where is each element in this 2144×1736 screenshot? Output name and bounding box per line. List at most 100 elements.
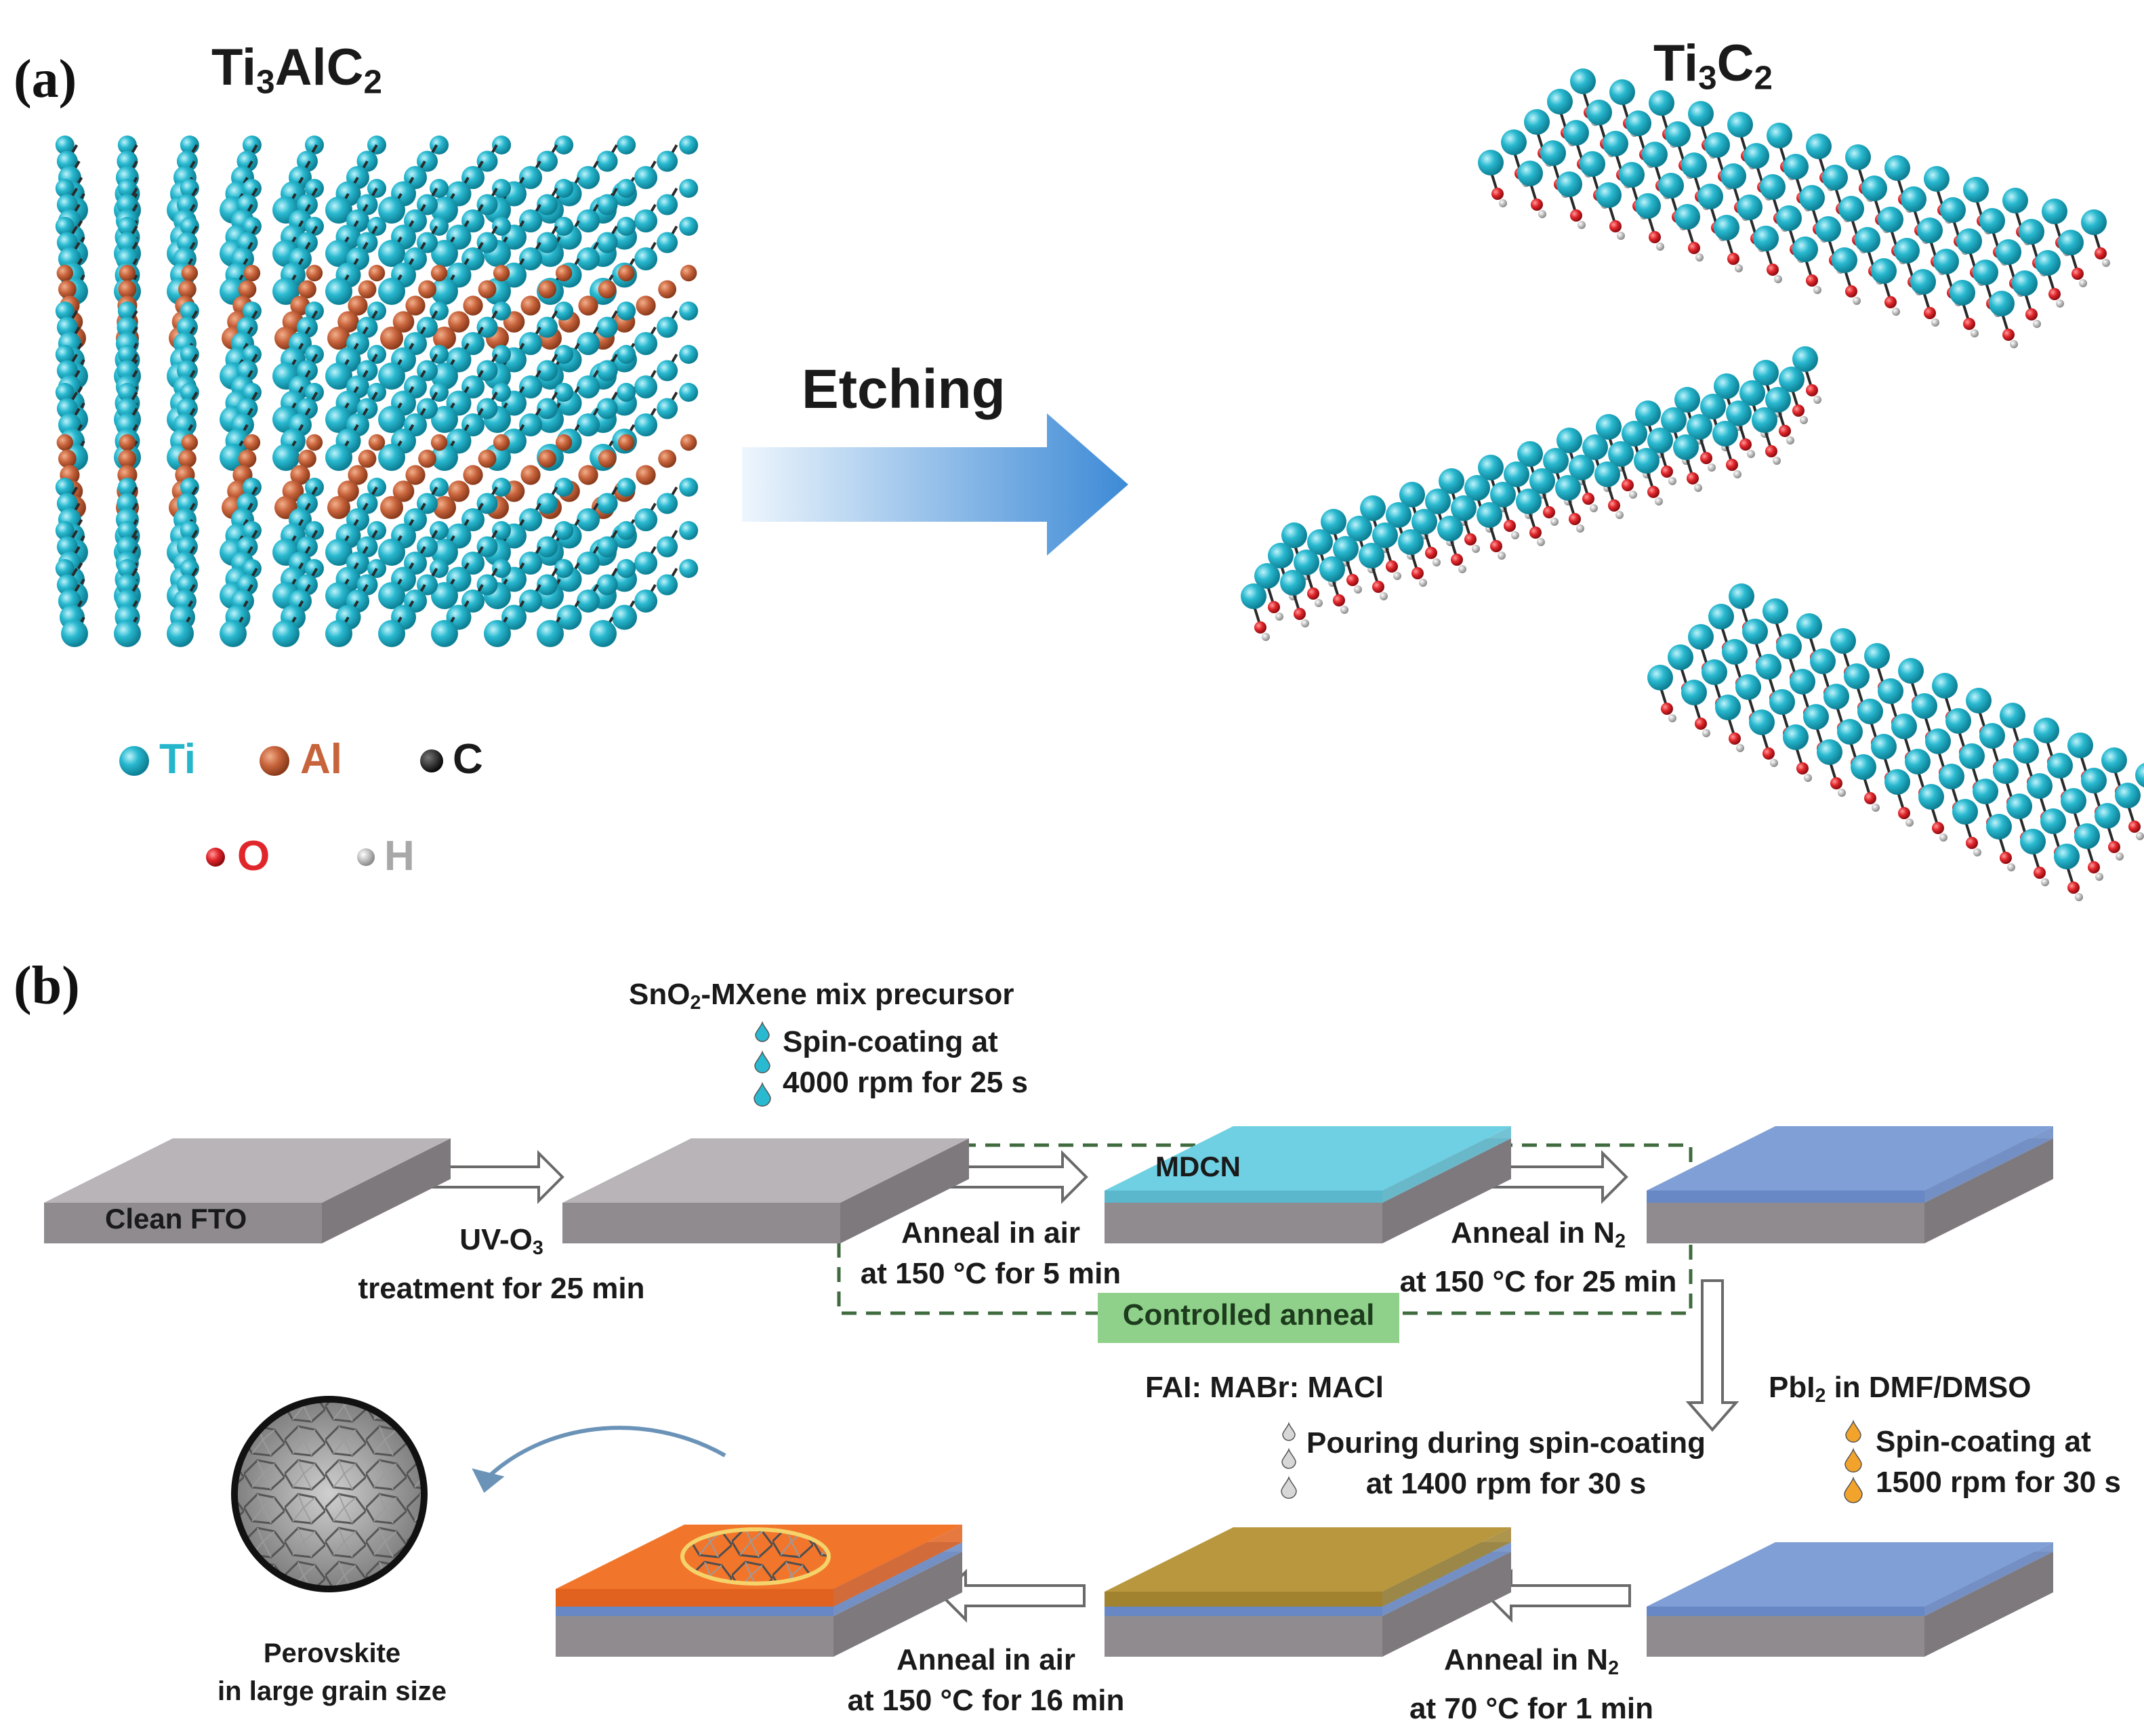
ti-atom	[537, 620, 564, 647]
ti-atom	[519, 375, 543, 398]
ti-atom	[272, 444, 300, 471]
o-atom	[1779, 425, 1791, 437]
ti-atom	[304, 345, 324, 364]
o-atom	[1386, 560, 1398, 573]
ti-atom	[272, 278, 300, 305]
al-atom	[538, 449, 556, 468]
droplet	[1282, 1422, 1296, 1441]
ti-atom	[1924, 166, 1950, 192]
controlled-anneal-badge	[1098, 1293, 1399, 1343]
h-atom	[1872, 804, 1880, 812]
ti-atom	[1963, 177, 1989, 203]
ti-atom	[55, 559, 75, 578]
al-atom	[430, 264, 448, 282]
al-atom	[636, 295, 656, 316]
al-atom	[368, 264, 386, 282]
droplet	[1844, 1476, 1863, 1504]
ti-atom	[1477, 502, 1502, 528]
ti-atom	[1529, 468, 1555, 494]
al-atom	[578, 295, 598, 316]
ti-atom	[679, 521, 699, 540]
o-atom	[1504, 520, 1516, 532]
ti-atom	[1752, 407, 1777, 433]
ti-atom	[1399, 482, 1425, 508]
al-atom	[298, 280, 316, 299]
ti-atom	[596, 493, 618, 514]
o-atom	[1333, 594, 1345, 606]
ti-atom	[1945, 708, 1971, 734]
ti-atom	[55, 179, 75, 198]
ti3c2-flake-top	[1478, 68, 2110, 348]
pbi2-droplets	[1844, 1420, 1863, 1504]
layer-side	[1382, 1542, 1511, 1616]
ti-atom	[1596, 414, 1622, 440]
ti-atom	[519, 413, 543, 436]
ti-atom	[461, 332, 485, 355]
ti-atom	[304, 179, 324, 198]
layer-side	[1924, 1542, 2053, 1616]
o-atom	[1688, 242, 1700, 254]
h-atom	[1971, 329, 1979, 337]
ti-atom	[461, 590, 485, 613]
ti-atom	[1726, 400, 1752, 426]
o-atom	[1411, 567, 1424, 579]
h-atom	[1853, 297, 1861, 305]
ti-atom	[492, 345, 512, 364]
ti-atom	[61, 620, 88, 647]
substrate-front	[556, 1616, 833, 1657]
ti-atom	[554, 136, 574, 154]
ti-atom	[617, 179, 636, 198]
ti-atom	[1857, 699, 1883, 724]
o-atom	[1700, 452, 1712, 464]
o-atom	[1464, 533, 1477, 545]
ti-atom	[1822, 165, 1848, 190]
ti-atom	[501, 604, 527, 630]
anneal-n2-1-annotation: Anneal in N2 at 150 °C for 25 min	[1399, 1216, 1677, 1299]
al-atom	[238, 280, 257, 299]
ti-atom	[617, 383, 636, 402]
ti-atom	[1939, 764, 1964, 789]
al-atom	[555, 264, 573, 282]
ti-atom	[1478, 150, 1504, 175]
al-atom	[493, 434, 510, 451]
ti-atom	[1815, 216, 1841, 242]
droplet	[1281, 1476, 1297, 1499]
al-atom	[448, 311, 470, 333]
anneal-air-1-annotation: Anneal in air at 150 °C for 5 min	[860, 1216, 1121, 1290]
ti-atom	[325, 406, 352, 433]
ti-atom	[476, 493, 498, 514]
al-atom	[348, 295, 368, 316]
ti-atom	[1437, 516, 1463, 541]
ti-atom	[537, 150, 558, 172]
ti-atom	[1386, 502, 1411, 528]
ti-atom	[2027, 773, 2053, 799]
h-atom	[1708, 463, 1716, 472]
o-atom	[1806, 274, 1818, 287]
ti-atom	[476, 536, 498, 558]
zoom-curve-arrow	[482, 1426, 726, 1483]
ti-atom	[325, 582, 352, 609]
ti-atom	[1570, 68, 1596, 94]
ti-atom	[242, 345, 262, 364]
ti-atom	[1871, 734, 1897, 760]
ti-atom	[1319, 556, 1345, 582]
ti-atom	[117, 302, 137, 321]
legend-ti-atom	[119, 746, 149, 776]
ti-atom	[378, 582, 405, 609]
o-atom	[2088, 861, 2100, 873]
ti-atom	[2081, 768, 2107, 793]
ti-atom	[1501, 129, 1527, 155]
ti-atom	[679, 136, 699, 154]
uv-treated-substrate	[562, 1138, 969, 1243]
al-atom	[118, 449, 137, 468]
ti-atom	[1720, 163, 1746, 189]
legend-c-label: C	[453, 736, 483, 783]
o-atom	[1268, 601, 1280, 613]
layer-front	[556, 1607, 833, 1616]
ti-atom	[657, 150, 678, 172]
ti-atom	[1973, 260, 1998, 285]
al-atom	[119, 264, 136, 282]
ti-atom	[634, 590, 658, 613]
al-atom	[463, 295, 483, 316]
ti-atom	[2047, 753, 2073, 779]
